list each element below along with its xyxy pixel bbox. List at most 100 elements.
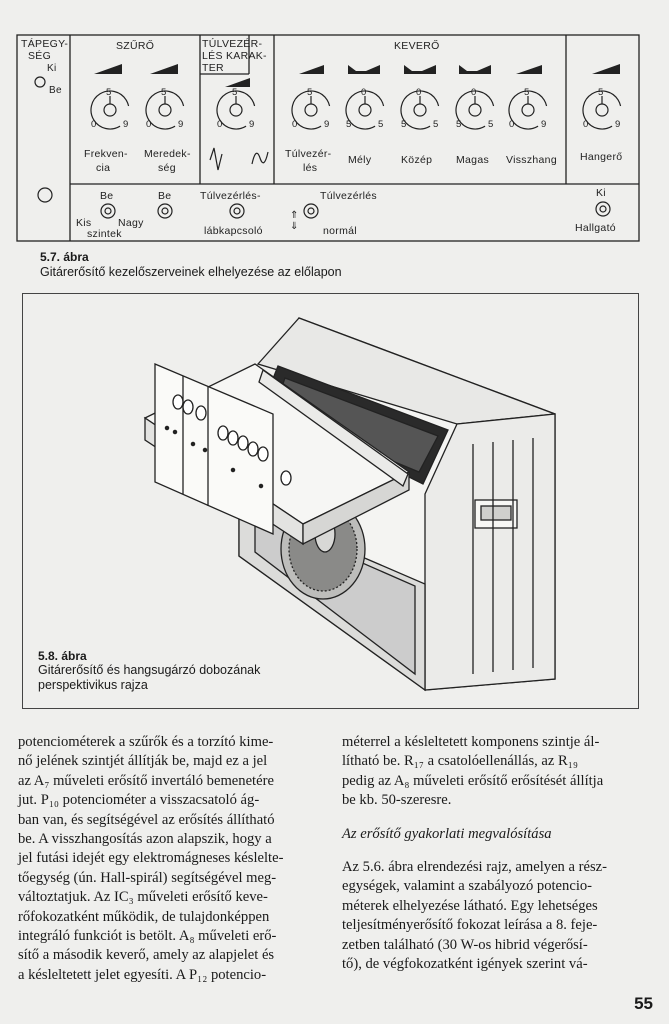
text-line: jel futási idejét egy elektromágneses ké… — [18, 850, 284, 867]
text-line: tő), de végfokozatként igények szerint v… — [342, 956, 588, 973]
figure-5-8-box: 5.8. ábra Gitárerősítő és hangsugárzó do… — [22, 293, 639, 709]
text-line: nő jelének szintjét állítják be, majd ez… — [18, 753, 268, 770]
level-high-label: Nagy — [118, 217, 144, 229]
knob-scale-right: 5 — [433, 119, 439, 130]
control-panel-diagram: TÁPEGY- SÉG Ki Be SZŰRŐ TÚLVEZÉR- LÉS KA… — [16, 34, 640, 242]
knob-scale-top: 0 — [361, 87, 367, 98]
knob-scale-top: 0 — [416, 87, 422, 98]
overdrive-char-title-2: LÉS KARAK- — [202, 50, 267, 62]
power-label-1: TÁPEGY- — [21, 38, 69, 50]
waveform-icons — [209, 147, 269, 171]
knob-scale-left: 0 — [292, 119, 298, 130]
knob-scale-left: 5 — [456, 119, 462, 130]
level-on-label: Be — [100, 190, 114, 202]
knob-scale-right: 9 — [541, 119, 547, 130]
text-line: be. A visszhangosítás azon alapszik, hog… — [18, 831, 272, 848]
text-line: tőegység (ún. Hall-spirál) segítségével … — [18, 869, 277, 886]
text-line: sítő a második keverő, amely az alapjele… — [18, 947, 275, 964]
knob-scale-left: 0 — [509, 119, 515, 130]
headphone-off-label: Ki — [596, 187, 606, 199]
amplifier-cabinet-drawing — [143, 317, 556, 692]
overdrive-knob-label-2: lés — [303, 162, 318, 174]
footswitch-title: Túlvezérlés- — [200, 190, 261, 202]
text-line: teljesítményerősítő fokozat leírása a 8.… — [342, 917, 598, 934]
text-line: méterek elhelyezése látható. Egy lehetsé… — [342, 897, 598, 914]
figure-5-8-number: 5.8. ábra — [38, 649, 87, 663]
filter-on-label: Be — [158, 190, 172, 202]
power-off-label: Ki — [47, 63, 57, 74]
knob-scale-left: 0 — [146, 119, 152, 130]
knob-scale-right: 9 — [178, 119, 184, 130]
knob-scale-top: 5 — [232, 87, 238, 98]
knob-scale-left: 5 — [401, 119, 407, 130]
text-line: integráló funkciót is betölt. A₈ művelet… — [18, 928, 277, 945]
knob-scale-left: 0 — [91, 119, 97, 130]
text-line: egységek, valamint a szabályozó potencio… — [342, 878, 593, 895]
switch-icons — [100, 201, 611, 219]
knob-scale-right: 5 — [488, 119, 494, 130]
reverb-label: Visszhang — [506, 154, 557, 166]
normal-label: normál — [323, 225, 357, 237]
figure-5-7-number: 5.7. ábra — [40, 250, 89, 264]
text-line: az A₇ műveleti erősítő invertáló bemenet… — [18, 772, 274, 789]
knob-scale-right: 9 — [615, 119, 621, 130]
text-line: lítható be. R₁₇ a csatolóellenállás, az … — [342, 753, 578, 770]
knob-scale-left: 5 — [346, 119, 352, 130]
frequency-label-2: cia — [96, 162, 111, 174]
mixer-section-title: KEVERŐ — [394, 40, 440, 52]
power-on-label: Be — [49, 85, 62, 96]
volume-label: Hangerő — [580, 151, 623, 163]
filter-section-title: SZŰRŐ — [116, 40, 155, 52]
knob-scale-top: 5 — [161, 87, 167, 98]
frequency-label-1: Frekven- — [84, 148, 128, 160]
soft-clip-wave-icon — [251, 151, 269, 165]
toggle-arrows-icon: ⇑ ⇓ — [290, 210, 299, 232]
page-number: 55 — [634, 994, 653, 1013]
slope-label-2: ség — [158, 162, 176, 174]
knob-scale-right: 9 — [249, 119, 255, 130]
section-heading: Az erősítő gyakorlati megvalósítása — [342, 825, 552, 842]
left-text-column: potenciométerek a szűrők és a torzító ki… — [18, 733, 324, 985]
text-line: méterrel a késleltetett komponens szintj… — [342, 734, 600, 750]
knob-scale-left: 0 — [583, 119, 589, 130]
footswitch-label: lábkapcsoló — [204, 225, 263, 237]
knob-scale-right: 9 — [324, 119, 330, 130]
knob-icons — [90, 90, 622, 130]
knob-scale-top: 5 — [307, 87, 313, 98]
figure-5-8-caption-1: Gitárerősítő és hangsugárzó dobozának — [38, 663, 261, 677]
text-line: Az 5.6. ábra elrendezési rajz, amelyen a… — [342, 859, 607, 876]
slope-indicator-icons — [94, 64, 620, 87]
power-switch-icon — [34, 76, 46, 88]
knob-scale-top: 5 — [524, 87, 530, 98]
text-line: rőfokozatként működik, de tulajdonképpen — [18, 908, 270, 925]
knob-scale-right: 5 — [378, 119, 384, 130]
text-line: zetben található (30 W-os hibrid végerős… — [342, 936, 588, 953]
power-indicator-icon — [37, 187, 53, 203]
text-line: a késleltetett jelet egyesíti. A P₁₂ pot… — [18, 966, 267, 983]
hard-clip-wave-icon — [209, 147, 223, 171]
headphone-label: Hallgató — [575, 222, 616, 234]
text-line: ban van, és segítségével az erősítés áll… — [18, 811, 275, 828]
knob-scale-top: 5 — [598, 87, 604, 98]
overdrive-char-title-1: TÚLVEZÉR- — [202, 38, 263, 50]
figure-5-8-caption-2: perspektivikus rajza — [38, 678, 148, 692]
overdrive-char-title-3: TER — [202, 62, 224, 74]
overdrive-knob-label-1: Túlvezér- — [285, 148, 332, 160]
knob-scale-top: 5 — [106, 87, 112, 98]
knob-scale-right: 9 — [123, 119, 129, 130]
text-line: jut. P₁₀ potenciométer a visszacsatoló á… — [18, 792, 260, 809]
panel-frame — [16, 34, 640, 242]
text-line: pedig az A₈ műveleti erősítő erősítését … — [342, 772, 604, 789]
overdrive-switch-title: Túlvezérlés — [320, 190, 377, 202]
knob-scale-top: 0 — [471, 87, 477, 98]
text-line: potenciométerek a szűrők és a torzító ki… — [18, 734, 274, 750]
power-label-2: SÉG — [28, 50, 52, 62]
levels-label: szintek — [87, 228, 122, 240]
level-low-label: Kis — [76, 217, 92, 229]
middle-label: Közép — [401, 154, 433, 166]
text-line: változtatjuk. Az IC₃ műveleti erősítő ke… — [18, 889, 268, 906]
slope-label-1: Meredek- — [144, 148, 191, 160]
treble-label: Magas — [456, 154, 490, 166]
figure-5-7-caption: Gitárerősítő kezelőszerveinek elhelyezés… — [40, 265, 342, 279]
knob-scale-left: 0 — [217, 119, 223, 130]
